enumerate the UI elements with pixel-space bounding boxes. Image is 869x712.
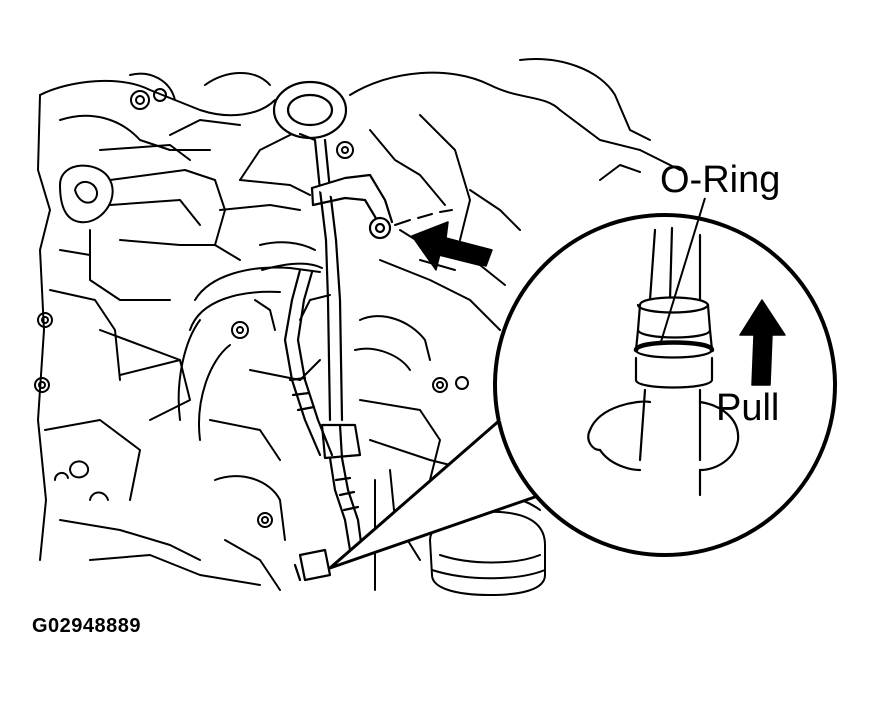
oil-dipstick (272, 80, 394, 582)
pull-label: Pull (716, 387, 779, 429)
pull-arrow-icon (739, 299, 786, 386)
o-ring-label: O-Ring (660, 159, 780, 201)
bolt-pointer-arrow (411, 221, 493, 271)
detail-callout: O-Ring Pull (328, 159, 837, 570)
callout-detail-linework (587, 226, 740, 497)
callout-circle (493, 213, 837, 557)
o-ring-leader-line (659, 197, 706, 346)
figure-id: G02948889 (32, 615, 142, 637)
engine-background-linework (34, 58, 681, 596)
